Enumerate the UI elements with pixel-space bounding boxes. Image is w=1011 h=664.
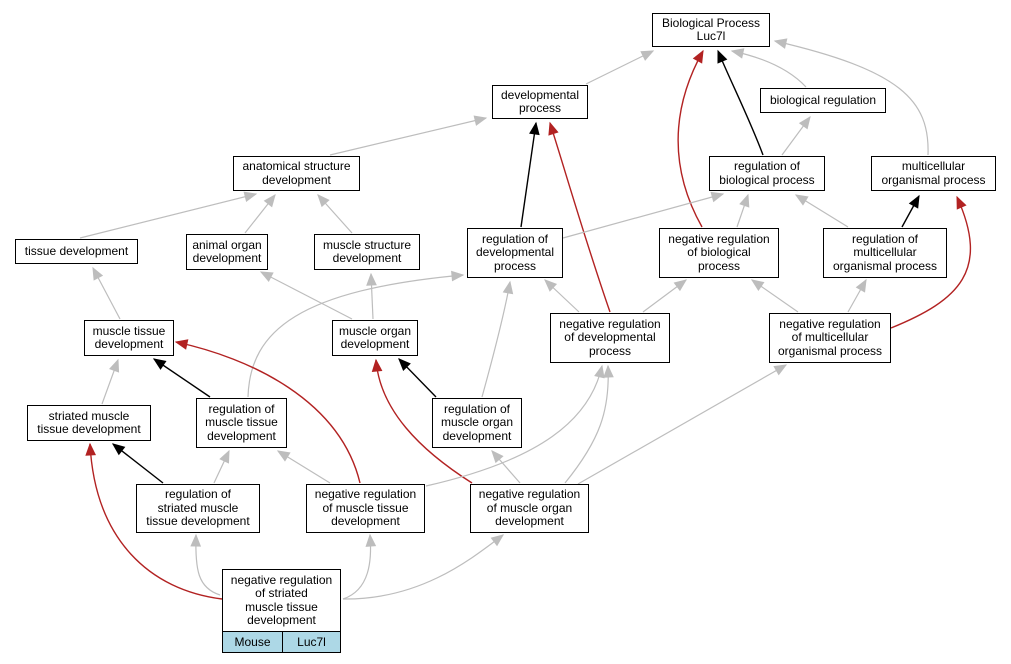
arrowhead-regdev-to-regbio: [710, 191, 725, 203]
arrowhead-regbio-to-bp: [717, 49, 728, 64]
arrowhead-negmulti-to-regmulti: [855, 278, 867, 293]
edge-regdev-to-dev: [520, 122, 537, 228]
node-regulation-of-biological-process: regulation of biological process: [709, 156, 825, 191]
edge-regmod-to-regdev: [481, 281, 511, 398]
node-negative-regulation-of-biological-process: negative regulation of biological proces…: [659, 228, 779, 278]
arrowhead-multi-to-bp: [773, 38, 788, 49]
arrowhead-anat-to-dev: [473, 115, 488, 126]
arrowhead-regmod-to-regdev: [502, 280, 514, 295]
arrowhead-mod-to-animal: [259, 271, 274, 283]
arrowhead-regsmtd-to-regmtd: [219, 449, 230, 464]
arrowhead-negsmtd-to-negmod: [490, 534, 505, 547]
edge-negmtd-to-negdev: [425, 365, 603, 487]
node-regulation-of-developmental-process: regulation of developmental process: [467, 228, 563, 278]
node-developmental-process: developmental process: [492, 85, 588, 119]
edge-negmod-to-mod: [375, 359, 473, 484]
arrowhead-regmulti-to-multi: [908, 194, 920, 209]
arrowhead-negmulti-to-multi: [956, 195, 967, 210]
arrowhead-negmtd-to-regmtd: [276, 450, 291, 462]
node-negative-regulation-of-muscle-tissue-development: negative regulation of muscle tissue dev…: [306, 484, 425, 533]
edge-biolreg-to-bp: [731, 50, 807, 88]
gene-tag: Luc7l: [282, 631, 341, 653]
edge-dev-to-bp: [585, 50, 654, 85]
edge-negsmtd-to-negmod: [342, 534, 504, 600]
edge-multi-to-bp: [774, 40, 929, 156]
node-negative-regulation-of-striated-muscle-tissue-development: negative regulation of striated muscle t…: [222, 569, 341, 632]
arrowhead-negmod-to-negdev: [603, 364, 614, 378]
arrowhead-negmtd-to-mtd: [174, 339, 189, 350]
node-muscle-structure-development: muscle structure development: [314, 234, 420, 270]
arrowhead-tissue-to-anat: [243, 191, 258, 202]
node-animal-organ-development: animal organ development: [186, 234, 268, 270]
edge-anat-to-dev: [329, 117, 487, 156]
node-negative-regulation-of-developmental-process: negative regulation of developmental pro…: [550, 313, 670, 363]
node-biological-process: Biological Process Luc7l: [652, 13, 770, 47]
arrowhead-negmod-to-negmulti: [773, 364, 788, 376]
arrowhead-biolreg-to-bp: [730, 48, 745, 59]
node-anatomical-structure-development: anatomical structure development: [233, 156, 360, 191]
arrowhead-regmod-to-mod: [398, 358, 411, 371]
node-multicellular-organismal-process: multicellular organismal process: [871, 156, 996, 191]
species-tag: Mouse: [222, 631, 283, 653]
arrowhead-negmod-to-mod: [371, 358, 383, 372]
node-regulation-of-muscle-tissue-development: regulation of muscle tissue development: [196, 398, 287, 448]
node-regulation-of-muscle-organ-development: regulation of muscle organ development: [432, 398, 522, 448]
arrowhead-negmod-to-regmod: [491, 450, 504, 464]
edge-regbio-to-bp: [717, 50, 764, 156]
arrowhead-regsmtd-to-smtd: [111, 443, 126, 456]
node-striated-muscle-tissue-development: striated muscle tissue development: [27, 405, 151, 441]
node-negative-regulation-of-multicellular-organismal-process: negative regulation of multicellular org…: [769, 313, 891, 363]
arrowhead-regmulti-to-regbio: [794, 194, 809, 206]
node-tissue-development: tissue development: [15, 239, 138, 264]
edge-negmulti-to-multi: [890, 196, 972, 329]
arrowhead-negsmtd-to-smtd: [85, 442, 97, 456]
edge-negmod-to-negmulti: [577, 364, 787, 485]
edge-negbio-to-bp: [677, 50, 704, 228]
arrowhead-negbio-to-regbio: [739, 193, 750, 208]
arrowhead-negdev-to-dev: [548, 121, 559, 136]
arrowhead-mtd-to-tissue: [92, 266, 104, 281]
node-negative-regulation-of-muscle-organ-development: negative regulation of muscle organ deve…: [470, 484, 589, 533]
arrowhead-negdev-to-negbio: [673, 279, 688, 292]
edge-negdev-to-dev: [549, 122, 611, 313]
node-biological-regulation: biological regulation: [760, 88, 886, 113]
arrowhead-regmtd-to-mtd: [152, 358, 167, 370]
arrowhead-regbio-to-biolreg: [798, 115, 811, 130]
arrowhead-dev-to-bp: [640, 50, 655, 61]
arrowhead-negsmtd-to-negmtd: [365, 533, 377, 547]
arrowhead-negdev-to-regdev: [544, 279, 558, 292]
node-muscle-tissue-development: muscle tissue development: [84, 320, 174, 356]
arrowhead-regmtd-to-regdev: [451, 270, 465, 282]
edge-mod-to-animal: [260, 271, 353, 320]
edge-negsmtd-to-smtd: [89, 443, 223, 600]
edge-regmtd-to-regdev: [247, 274, 464, 398]
arrowhead-negmtd-to-negdev: [594, 364, 605, 379]
arrowhead-mod-to-musstr: [366, 272, 377, 286]
arrowhead-negbio-to-bp: [692, 49, 704, 64]
arrowhead-smtd-to-mtd: [109, 358, 120, 373]
edge-negmtd-to-mtd: [175, 341, 361, 484]
edge-tissue-to-anat: [79, 193, 257, 239]
arrowhead-musstr-to-anat: [317, 194, 330, 208]
node-muscle-organ-development: muscle organ development: [332, 320, 418, 356]
arrowhead-negsmtd-to-regsmtd: [190, 533, 202, 547]
node-regulation-of-striated-muscle-tissue-development: regulation of striated muscle tissue dev…: [136, 484, 260, 533]
arrowhead-animal-to-anat: [263, 193, 276, 208]
arrowhead-negmulti-to-negbio: [750, 279, 765, 291]
edge-regdev-to-regbio: [562, 193, 724, 239]
edge-negmod-to-negdev: [564, 365, 609, 484]
node-regulation-of-multicellular-organismal-process: regulation of multicellular organismal p…: [823, 228, 947, 278]
arrowhead-regdev-to-dev: [529, 121, 540, 136]
